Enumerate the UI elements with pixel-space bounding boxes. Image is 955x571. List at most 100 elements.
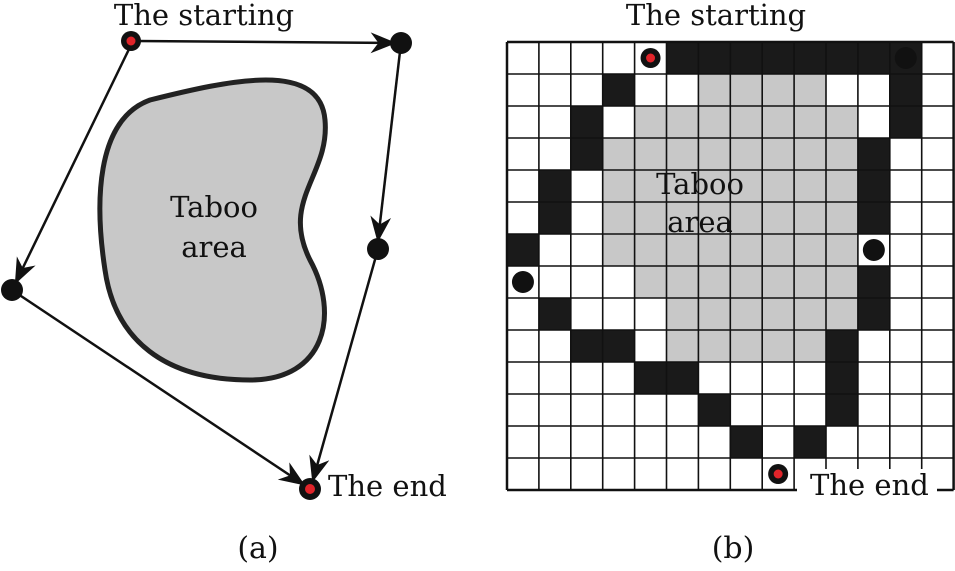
obstacle-cell [570, 138, 603, 170]
obstacle-cell [857, 202, 890, 234]
taboo-cell [666, 234, 699, 266]
end-node-dot-a [305, 484, 315, 494]
obstacle-cell [826, 42, 858, 74]
obstacle-cell [826, 362, 858, 394]
taboo-cell [794, 106, 826, 138]
taboo-cell [602, 138, 635, 170]
obstacle-cell [730, 42, 763, 74]
taboo-label-line2-b: area [667, 205, 733, 239]
taboo-cell [826, 138, 858, 170]
obstacle-cell [857, 170, 890, 202]
obstacle-cell [538, 298, 571, 330]
taboo-cell [698, 202, 731, 234]
waypoint-node-3-a [1, 279, 23, 301]
obstacle-cell [507, 234, 539, 266]
obstacle-cell [570, 106, 603, 138]
taboo-cell [698, 138, 731, 170]
taboo-cell [634, 170, 667, 202]
end-label-a: The end [328, 469, 447, 503]
caption-a: (a) [237, 531, 278, 566]
obstacle-cell [826, 394, 858, 426]
taboo-cell [794, 330, 826, 362]
edge-start-to-waypoint3 [14, 44, 133, 285]
taboo-cell [602, 170, 635, 202]
taboo-label-line1-b: Taboo [656, 167, 744, 201]
obstacle-cell [857, 138, 890, 170]
obstacle-cell [762, 42, 795, 74]
taboo-cell [666, 138, 699, 170]
taboo-cell [826, 202, 858, 234]
taboo-cell [794, 138, 826, 170]
taboo-cell [826, 106, 858, 138]
grid-lines [505, 40, 955, 492]
taboo-cell [634, 266, 667, 298]
taboo-cell [762, 330, 795, 362]
taboo-cell [698, 234, 731, 266]
obstacle-cell [666, 362, 699, 394]
taboo-cell [826, 234, 858, 266]
obstacle-cell [794, 42, 826, 74]
obstacle-cell [570, 330, 603, 362]
taboo-cell [698, 74, 731, 106]
taboo-cell [794, 234, 826, 266]
taboo-cell [666, 330, 699, 362]
taboo-label-line1-a: Taboo [170, 190, 258, 224]
taboo-cell [666, 170, 699, 202]
obstacle-cell [698, 42, 731, 74]
start-label-b: The starting [626, 0, 806, 32]
taboo-cell [730, 74, 763, 106]
taboo-cell [762, 74, 795, 106]
edge-start-to-waypoint1 [135, 32, 397, 54]
edge-waypoint2-to-end [309, 248, 380, 483]
obstacle-cell [666, 42, 699, 74]
taboo-cell [762, 266, 795, 298]
taboo-cell [730, 298, 763, 330]
obstacle-cell [889, 74, 922, 106]
taboo-cell [730, 170, 763, 202]
taboo-cell [826, 298, 858, 330]
taboo-cell [730, 330, 763, 362]
taboo-cell [762, 234, 795, 266]
obstacle-cell [538, 170, 571, 202]
taboo-cell [666, 266, 699, 298]
waypoint-node-1-a [390, 32, 412, 54]
panel-b: Taboo area The starting The end (b) [505, 0, 955, 566]
taboo-cell [794, 74, 826, 106]
end-node-dot-b [773, 469, 783, 479]
taboo-label-line2-a: area [181, 230, 247, 264]
taboo-cell [602, 234, 635, 266]
obstacle-cell [857, 42, 890, 74]
taboo-cell [634, 202, 667, 234]
taboo-cell [762, 138, 795, 170]
taboo-cell [666, 202, 699, 234]
taboo-cell [762, 106, 795, 138]
waypoint-node-b [511, 271, 534, 293]
taboo-cell [730, 266, 763, 298]
taboo-cell [698, 298, 731, 330]
taboo-cell [730, 234, 763, 266]
taboo-cell [826, 170, 858, 202]
panel-a: Taboo area The starting The end (a) [1, 0, 447, 566]
taboo-cell [634, 234, 667, 266]
caption-b: (b) [712, 531, 755, 566]
obstacle-cell [602, 330, 635, 362]
taboo-cell [730, 202, 763, 234]
obstacle-cell [698, 394, 731, 426]
taboo-cell [698, 170, 731, 202]
taboo-cell [634, 106, 667, 138]
start-node-dot-b [646, 53, 656, 63]
taboo-cell [666, 298, 699, 330]
obstacle-cell [602, 74, 635, 106]
obstacle-cell [538, 202, 571, 234]
obstacle-cell [730, 426, 763, 458]
taboo-cell [794, 266, 826, 298]
taboo-area-blob-a [97, 77, 328, 383]
taboo-cell [666, 106, 699, 138]
end-label-bg-b [797, 469, 937, 499]
taboo-cell [698, 266, 731, 298]
start-label-a: The starting [114, 0, 294, 32]
grid-cells [507, 42, 922, 458]
waypoint-node-b [862, 239, 885, 261]
edge-waypoint1-to-waypoint2 [370, 42, 403, 243]
